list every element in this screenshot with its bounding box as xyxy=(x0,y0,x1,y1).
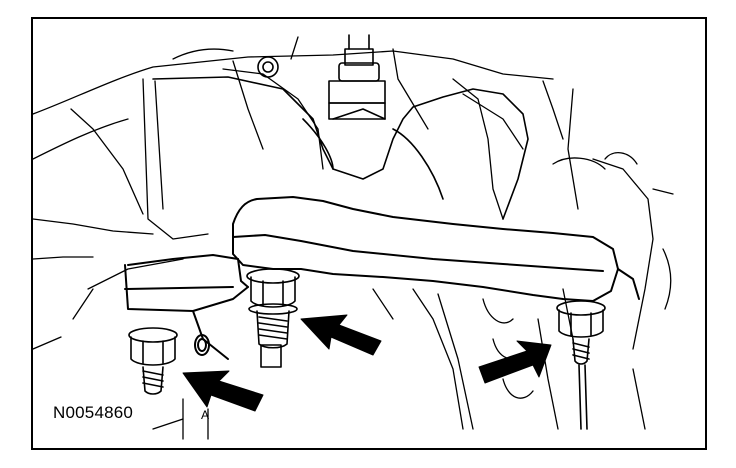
nut-center xyxy=(246,268,300,368)
upper-housing xyxy=(152,76,529,220)
illustration-frame: N0054860 A xyxy=(31,17,707,450)
mount-bracket xyxy=(124,196,640,360)
housing-lines xyxy=(33,36,674,440)
callout-arrows xyxy=(182,314,552,412)
view-mark-label: A xyxy=(201,408,210,422)
arrow-right-bolt xyxy=(478,340,552,384)
figure-id-label: N0054860 xyxy=(51,403,136,423)
mount-bracket-diagram xyxy=(33,34,674,440)
fitting xyxy=(257,34,386,120)
arrow-center-bolt xyxy=(300,314,382,356)
nut-left xyxy=(128,327,178,395)
arrow-left-bolt xyxy=(182,370,264,412)
nut-right xyxy=(556,300,606,430)
